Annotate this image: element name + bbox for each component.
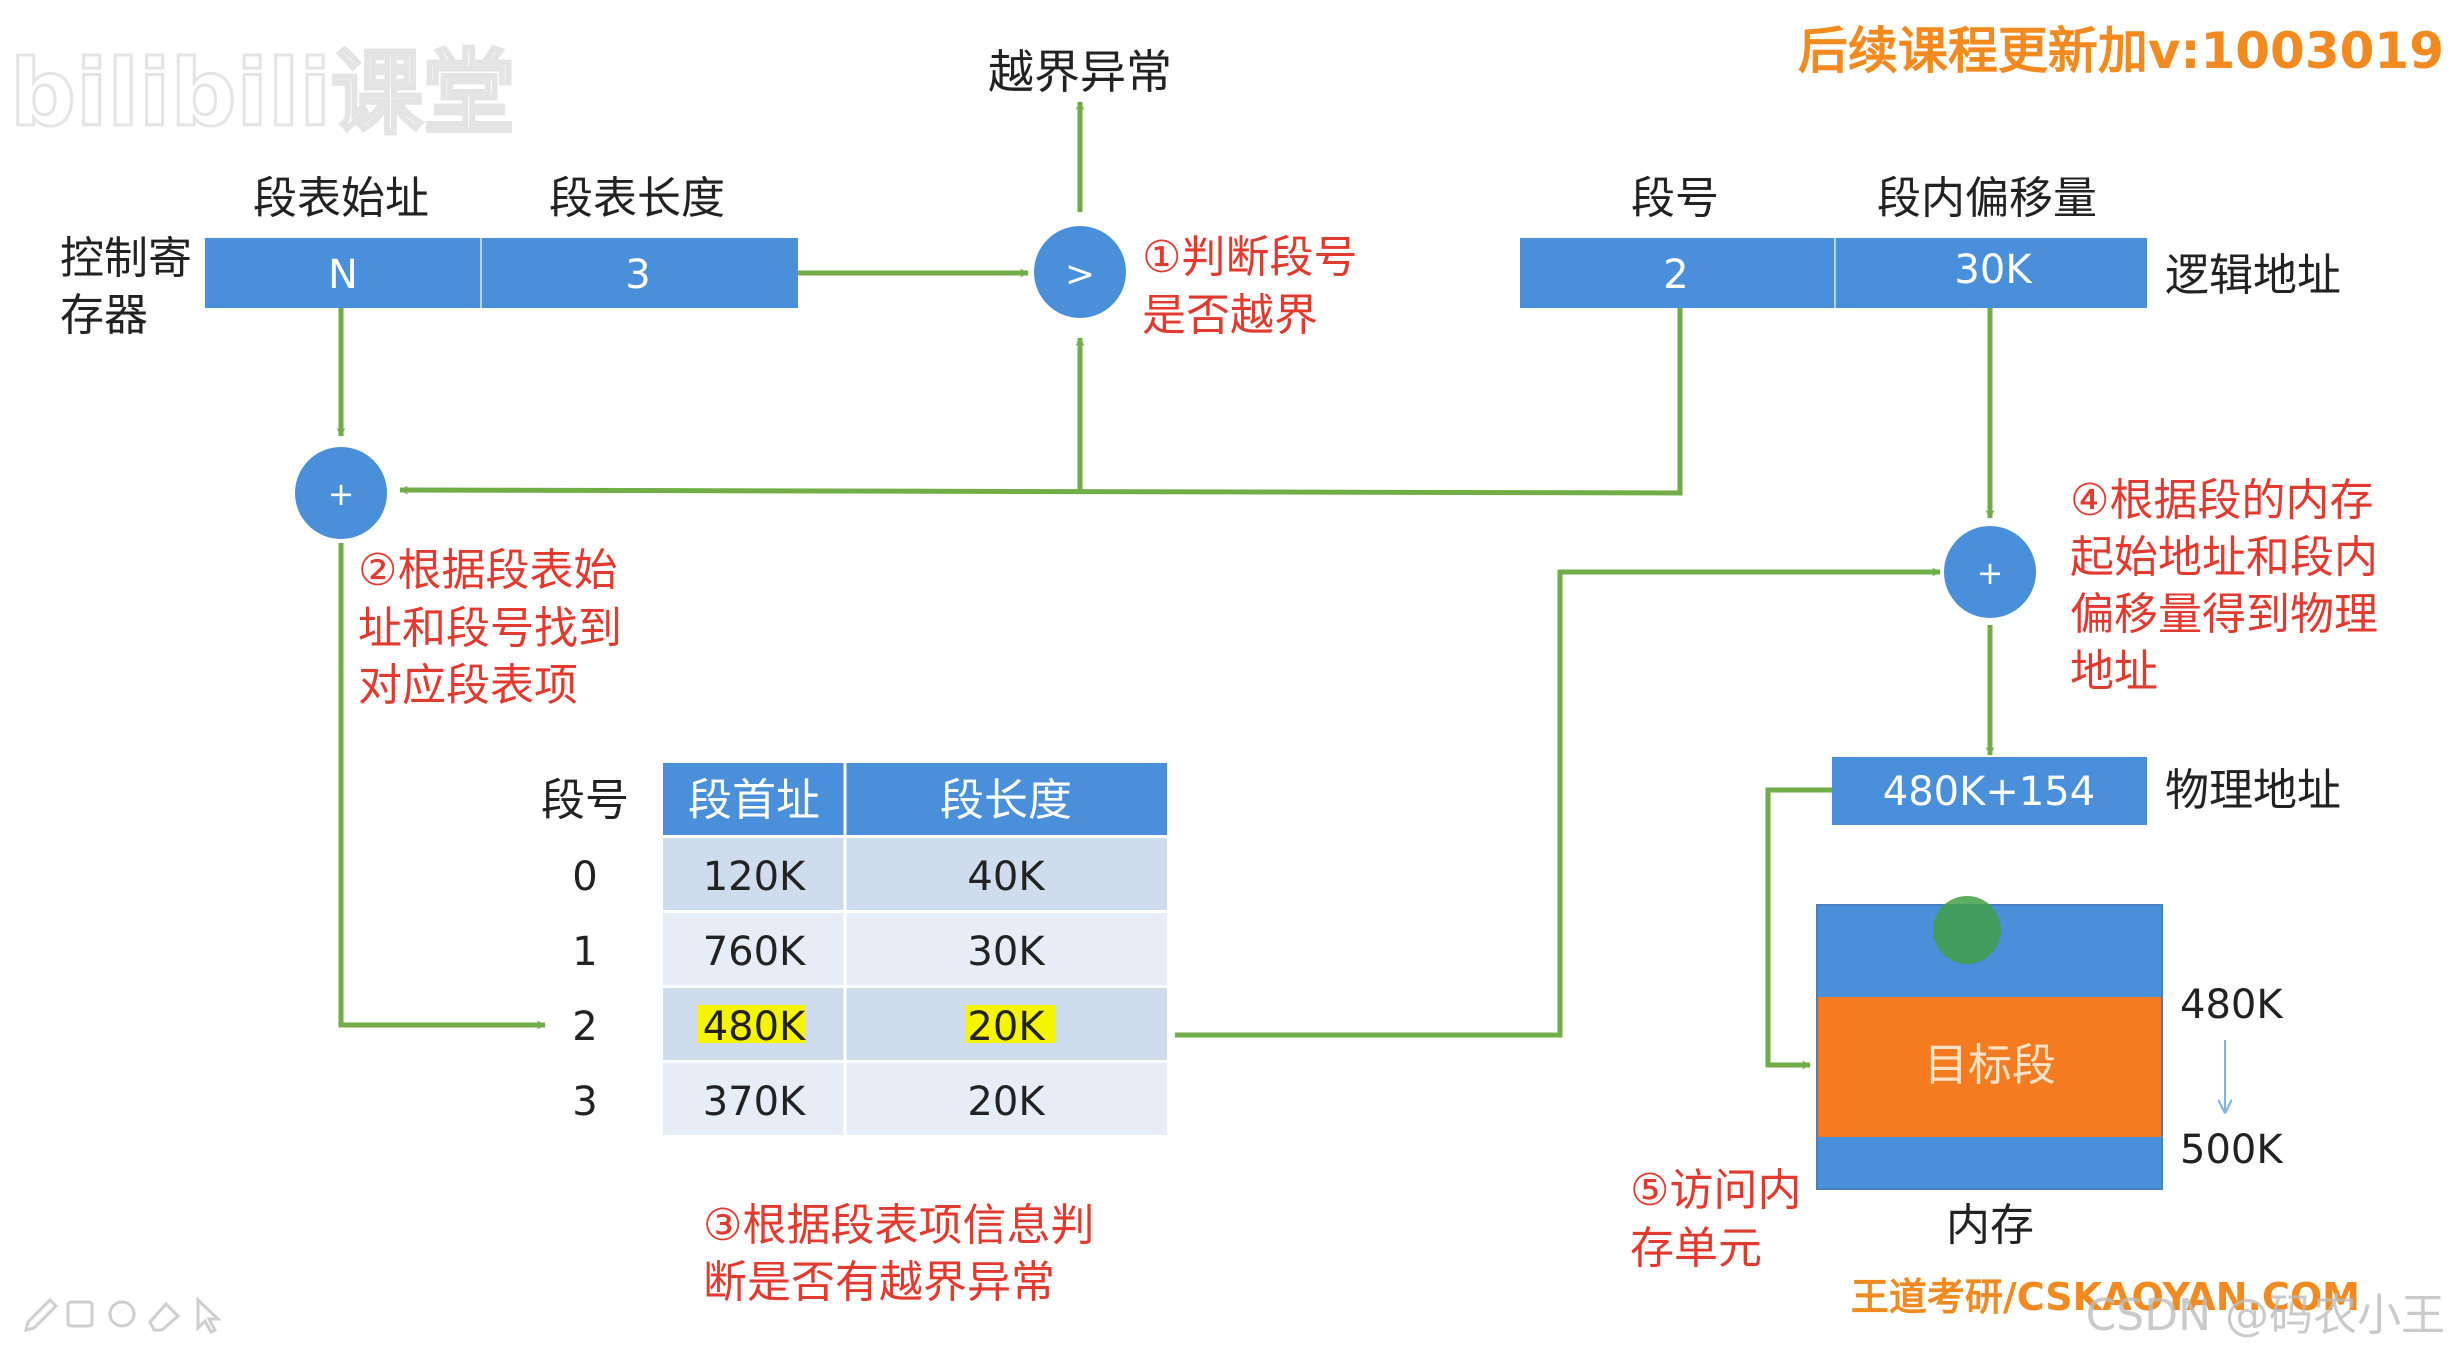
comparator: 越界异常 > [988,45,1172,318]
pen-icon[interactable] [23,1297,59,1333]
zoom-icon[interactable] [108,1300,136,1328]
step4-line3: 偏移量得到物理 [2070,589,2378,640]
table-row3-index: 3 [572,1079,597,1125]
logical-segno-value: 2 [1663,252,1688,298]
table-row1-length: 30K [967,929,1046,975]
adder-right-symbol: + [1977,554,2004,592]
step5-line1: ⑤访问内 [1630,1165,1801,1216]
step4-line2: 起始地址和段内 [2070,532,2378,583]
step3-line2: 断是否有越界异常 [703,1257,1055,1308]
register-label-line2: 存器 [60,290,148,341]
table-row1-index: 1 [572,929,597,975]
logical-segno-header: 段号 [1631,173,1719,224]
memory-label: 内存 [1946,1200,2034,1251]
memory-target-segment [1817,997,2162,1137]
highlight-base-row2 [697,1005,805,1043]
eraser-icon[interactable] [148,1301,181,1332]
adder-left-symbol: + [328,475,355,513]
table-row0-index: 0 [572,854,597,900]
segment-table: 段号 段首址 段长度 0 120K 40K 1 760K 30K 2 480K … [541,763,1167,1135]
step4-line4: 地址 [2070,646,2158,697]
table-col-length: 段长度 [940,775,1072,826]
table-header-length [845,763,1167,835]
table-col-base: 段首址 [688,775,820,826]
step2-line3: 对应段表项 [358,660,578,711]
comparator-circle [1034,226,1126,318]
logical-offset-cell [1835,238,2147,308]
physical-address-label: 物理地址 [2165,765,2341,816]
table-row2-index: 2 [572,1004,597,1050]
table-row2-length: 20K [967,1004,1046,1050]
logical-address: 段号 段内偏移量 2 30K 逻辑地址 [1520,173,2341,308]
table-row3-length: 20K [967,1079,1046,1125]
logical-address-label: 逻辑地址 [2165,250,2341,301]
physical-address-box [1832,757,2147,825]
register-length-header: 段表长度 [549,173,725,224]
pointer-icon[interactable] [196,1296,222,1334]
line-adder-to-table-row [338,543,546,1030]
table-row2-base: 480K [703,1004,807,1050]
cursor-highlight-dot [1933,896,2001,964]
register-length-cell [481,238,798,308]
memory-bottom-block [1817,1137,2162,1189]
csdn-watermark: CSDN @码农小王 [2086,1290,2445,1341]
register-base-header: 段表始址 [253,173,429,224]
logical-offset-value: 30K [1954,247,2033,293]
table-row0-length: 40K [967,854,1046,900]
physical-address-value: 480K+154 [1883,769,2095,815]
memory: 目标段 480K 500K 内存 [1816,896,2284,1251]
step3-line1: ③根据段表项信息判 [703,1200,1094,1251]
register-length-value: 3 [625,252,650,298]
line-segno-to-adder [399,308,1683,496]
table-row3-base: 370K [703,1079,807,1125]
logical-offset-header: 段内偏移量 [1877,173,2097,224]
adder-left-circle [295,447,387,539]
top-right-watermark: 后续课程更新加v:1003019 [1798,22,2444,80]
step1-line1: ①判断段号 [1142,232,1357,283]
control-register: 控制寄 存器 段表始址 段表长度 N 3 [60,173,798,341]
logical-segno-cell [1520,238,1835,308]
slides-icon[interactable] [66,1300,94,1328]
memory-end-label: 500K [2180,1127,2284,1173]
register-base-value: N [328,252,358,298]
step2-line2: 址和段号找到 [358,603,622,654]
adder-right-circle [1944,526,2036,618]
memory-start-label: 480K [2180,982,2284,1028]
slide-toolbar[interactable] [23,1296,222,1334]
line-physical-to-target [1765,787,1832,1070]
register-label-line1: 控制寄 [60,233,192,284]
logo-watermark: bilibili课堂 [10,40,515,147]
step1-line2: 是否越界 [1142,290,1318,341]
table-header-base [663,763,845,835]
site-watermark: 王道考研/CSKAOYAN.COM [1851,1275,2360,1319]
memory-target-label: 目标段 [1924,1040,2056,1091]
step4-line1: ④根据段的内存 [2070,475,2373,526]
line-row-to-right-adder [1175,567,1941,1038]
table-row1-base: 760K [703,929,807,975]
comparator-symbol: > [1065,254,1095,295]
physical-address: 480K+154 物理地址 [1832,757,2341,825]
step2-line1: ②根据段表始 [358,545,617,596]
adder-left: + [295,447,387,539]
table-row0-base: 120K [703,854,807,900]
table-col-index: 段号 [541,775,629,826]
step5-line2: 存单元 [1630,1223,1762,1274]
highlight-length-row2 [965,1005,1055,1043]
connection-lines [336,101,1995,1070]
register-base-cell [205,238,481,308]
adder-right: + [1944,526,2036,618]
exception-label: 越界异常 [988,45,1172,99]
